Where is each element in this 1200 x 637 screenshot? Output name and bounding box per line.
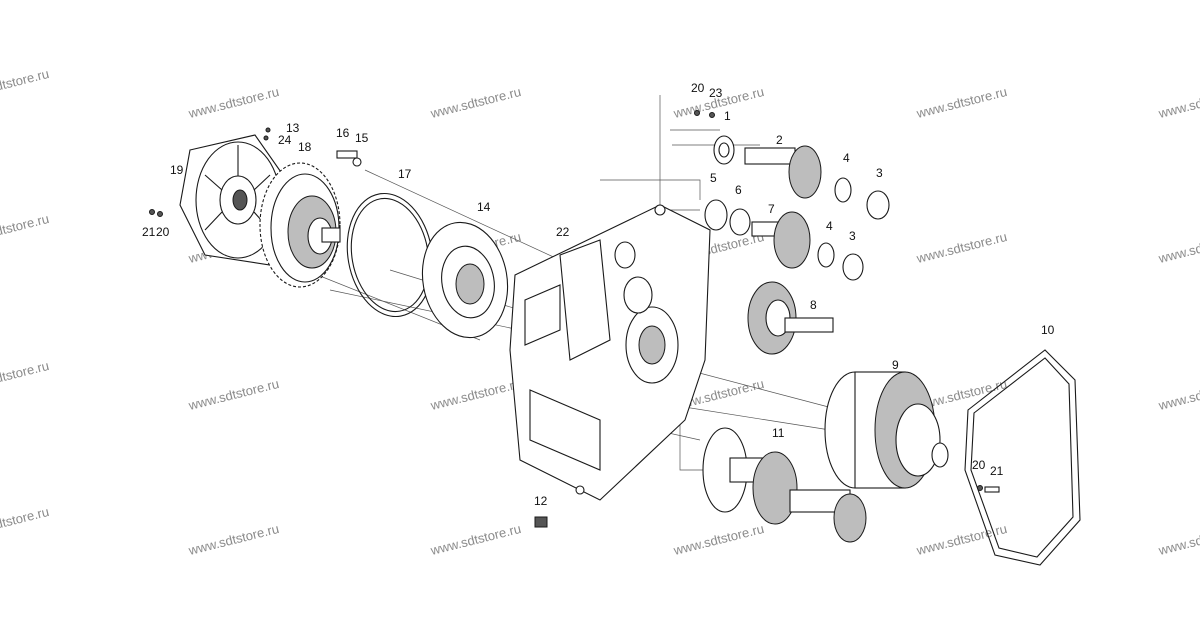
callout-20c: 20 xyxy=(972,458,986,472)
callout-layer: 1 2 3 3 4 4 5 6 7 8 9 10 11 12 13 14 15 … xyxy=(142,81,1055,508)
part-pan-gasket xyxy=(964,349,1081,566)
part-clutch-pack xyxy=(824,371,949,489)
watermark-text: www.sdtstore.ru xyxy=(914,84,1008,121)
watermark-text: www.sdtstore.ru xyxy=(1156,521,1200,558)
callout-17: 17 xyxy=(398,167,412,181)
watermark-text: www.sdtstore.ru xyxy=(671,521,765,558)
callout-23: 23 xyxy=(709,86,723,100)
watermark-text: www.sdtstore.ru xyxy=(428,376,522,413)
part-upper-shaft-assembly xyxy=(704,135,890,281)
callout-3a: 3 xyxy=(876,166,883,180)
part-seal-plate xyxy=(421,221,509,339)
watermark-text: www.sdtstore.ru xyxy=(428,521,522,558)
callout-9: 9 xyxy=(892,358,899,372)
callout-12: 12 xyxy=(534,494,548,508)
callout-20b: 20 xyxy=(691,81,705,95)
callout-2: 2 xyxy=(776,133,783,147)
watermark-text: www.sdtstore.ru xyxy=(1156,229,1200,266)
callout-16: 16 xyxy=(336,126,350,140)
watermark-text: www.sdtstore.ru xyxy=(0,66,50,103)
callout-18: 18 xyxy=(298,140,312,154)
watermark-text: www.sdtstore.ru xyxy=(428,84,522,121)
callout-20a: 20 xyxy=(156,225,170,239)
watermark-text: www.sdtstore.ru xyxy=(186,521,280,558)
part-transmission-housing xyxy=(509,204,711,501)
watermark-text: www.sdtstore.ru xyxy=(186,376,280,413)
part-output-shaft-11 xyxy=(702,427,867,543)
callout-10: 10 xyxy=(1041,323,1055,337)
callout-4a: 4 xyxy=(843,151,850,165)
callout-3b: 3 xyxy=(849,229,856,243)
callout-5: 5 xyxy=(710,171,717,185)
callout-11: 11 xyxy=(772,426,785,440)
part-gear-shaft-8 xyxy=(747,281,834,355)
watermark-text: www.sdtstore.ru xyxy=(914,229,1008,266)
callout-24: 24 xyxy=(278,133,292,147)
callout-14: 14 xyxy=(477,200,491,214)
callout-8: 8 xyxy=(810,298,817,312)
watermark-text: www.sdtstore.ru xyxy=(0,358,50,395)
watermark-text: www.sdtstore.ru xyxy=(186,84,280,121)
callout-22: 22 xyxy=(556,225,570,239)
callout-21a: 21 xyxy=(142,225,156,239)
callout-19: 19 xyxy=(170,163,184,177)
watermark-text: www.sdtstore.ru xyxy=(0,504,50,541)
part-input-gear xyxy=(259,162,341,288)
callout-15: 15 xyxy=(355,131,369,145)
callout-6: 6 xyxy=(735,183,742,197)
part-fasteners xyxy=(149,110,1000,528)
callout-7: 7 xyxy=(768,202,775,216)
watermark-text: www.sdtstore.ru xyxy=(1156,376,1200,413)
watermark-text: www.sdtstore.ru xyxy=(0,211,50,248)
callout-1: 1 xyxy=(724,109,731,123)
watermark-text: www.sdtstore.ru xyxy=(1156,84,1200,121)
callout-13: 13 xyxy=(286,121,300,135)
callout-4b: 4 xyxy=(826,219,833,233)
callout-21b: 21 xyxy=(990,464,1004,478)
